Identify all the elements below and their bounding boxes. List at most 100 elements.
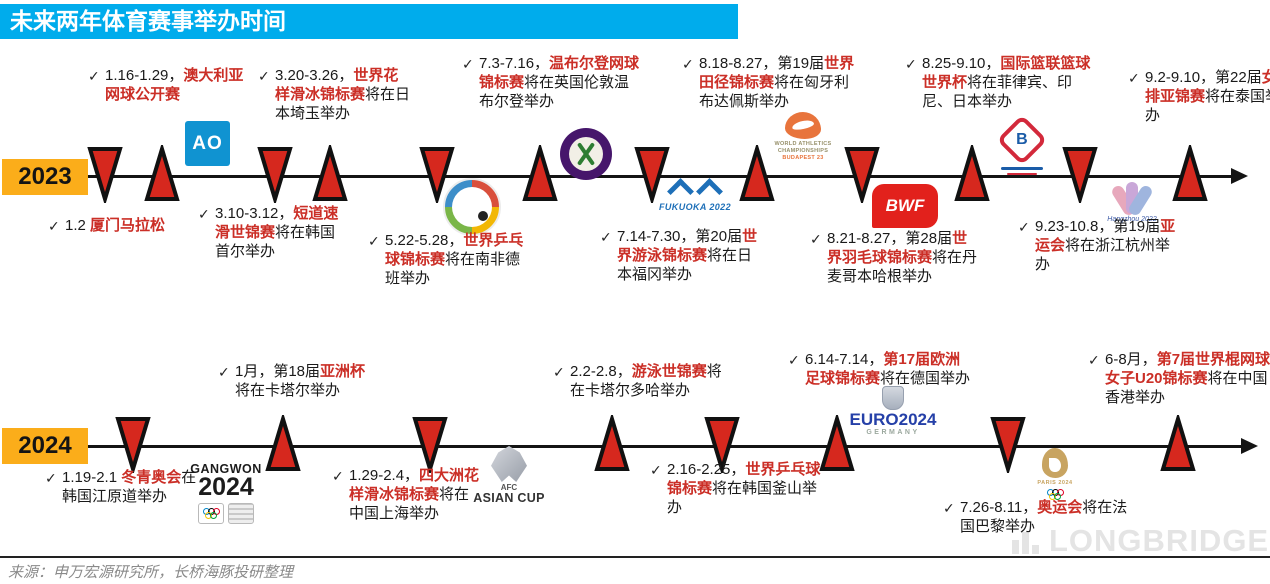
event-paris-olympics: ✓7.26-8.11，奥运会将在法国巴黎举办	[943, 498, 1135, 536]
event-text-segment: 将在卡塔尔多哈举办	[570, 363, 722, 399]
olympic-rings-icon	[202, 508, 220, 519]
event-table-tennis-worlds-2024: ✓2.16-2.25，世界乒乓球锦标赛将在韩国釜山举办	[650, 460, 822, 517]
event-text-segment: 厦门马拉松	[90, 217, 166, 234]
check-icon: ✓	[48, 218, 60, 234]
wimbledon-inner	[569, 137, 603, 171]
event-text-segment: 7.14-7.30，第20届	[617, 228, 743, 245]
event-text-segment: 游泳世锦赛	[631, 363, 707, 380]
check-icon: ✓	[462, 56, 474, 72]
event-text-segment: 女排亚锦赛	[1145, 69, 1270, 105]
flag-marker-up	[954, 145, 990, 201]
event-text-segment: 2.2-2.8，	[570, 363, 632, 380]
longbridge-watermark: LONGBRIDGE	[1012, 524, 1269, 558]
event-text-segment: 将在丹麦哥本哈根举办	[827, 249, 978, 285]
event-text-segment: 将在浙江杭州举办	[1035, 237, 1171, 273]
event-text-segment: 8.25-9.10，	[922, 55, 1001, 72]
footer-divider	[0, 556, 1270, 558]
event-text-segment: 1.2	[65, 217, 91, 234]
fiba-line	[1001, 167, 1043, 170]
chevron-icon	[696, 178, 723, 205]
hangzhou-2022-logo: Hangzhou 2022	[1088, 178, 1176, 223]
gangwon-bubbles	[188, 503, 264, 524]
olympic-rings-icon	[1046, 489, 1064, 500]
watermark-text: LONGBRIDGE	[1049, 523, 1270, 558]
budapest-mark-icon	[785, 112, 821, 139]
event-text-segment: 7.26-8.11，	[960, 499, 1038, 516]
event-text-segment: 6.14-7.14，	[805, 351, 884, 368]
flag-marker-up	[1172, 145, 1208, 201]
event-aquatics-worlds-2023: ✓7.14-7.30，第20届世界游泳锦标赛将在日本福冈举办	[600, 227, 765, 284]
event-xiamen-marathon: ✓ 1.2 厦门马拉松	[48, 216, 315, 235]
check-icon: ✓	[1128, 70, 1140, 86]
flag-marker-down	[704, 417, 740, 473]
budapest-text: CHAMPIONSHIPS	[777, 148, 829, 154]
gangwon-mascot-bubble-icon	[228, 503, 254, 524]
afc-wolf-icon	[491, 446, 527, 482]
fukuoka-text: FUKUOKA 2022	[659, 202, 731, 212]
event-text-segment: 1.16-1.29，	[105, 67, 184, 84]
check-icon: ✓	[198, 206, 210, 222]
fiba-line	[1007, 172, 1037, 175]
event-text-segment: 在韩国江原道举办	[62, 469, 197, 505]
event-text-segment: 将在南非德班举办	[385, 251, 521, 287]
event-text-segment: 2.16-2.25，	[667, 461, 746, 478]
rings-row	[204, 512, 219, 519]
event-text-segment: 世界游泳锦标赛	[617, 228, 758, 264]
flag-marker-up	[522, 145, 558, 201]
event-text-segment: 6-8月，	[1105, 351, 1157, 368]
event-text-segment: 1.19-2.1	[62, 469, 122, 486]
event-euro-2024: ✓6.14-7.14，第17届欧洲足球锦标赛将在德国举办	[788, 350, 975, 388]
ring-icon	[210, 512, 217, 519]
event-text-segment: 温布尔登网球锦标赛	[479, 55, 640, 91]
event-text-segment: 3.20-3.26，	[275, 67, 354, 84]
hangzhou-fan-icon	[1088, 178, 1176, 218]
fiba-world-cup-logo: B	[995, 114, 1049, 175]
wttc-durban-logo	[443, 178, 501, 236]
euro-text: EURO2024	[849, 410, 937, 429]
event-text-segment: 将在法国巴黎举办	[960, 499, 1128, 535]
hangzhou-text: Hangzhou 2022	[1107, 216, 1157, 223]
event-world-athletics: ✓8.18-8.27，第19届世界田径锦标赛将在匈牙利布达佩斯举办	[682, 54, 859, 111]
event-figure-skating-worlds: ✓3.20-3.26，世界花样滑冰锦标赛将在日本埼玉举办	[258, 66, 413, 123]
event-four-continents-skating: ✓1.29-2.4，四大洲花样滑冰锦标赛将在中国上海举办	[332, 466, 481, 523]
wimbledon-logo	[560, 128, 612, 180]
flag-marker-down	[87, 147, 123, 203]
check-icon: ✓	[88, 68, 100, 84]
uefa-crest-icon	[882, 386, 904, 410]
event-badminton-worlds: ✓8.21-8.27，第28届世界羽毛球锦标赛将在丹麦哥本哈根举办	[810, 229, 979, 286]
event-wimbledon: ✓7.3-7.16，温布尔登网球锦标赛将在英国伦敦温布尔登举办	[462, 54, 644, 111]
timeline-axis-2024	[88, 445, 1242, 448]
event-asian-games: ✓9.23-10.8，第19届亚运会将在浙江杭州举办	[1018, 217, 1185, 274]
event-text-segment: 9.23-10.8，第19届	[1035, 218, 1161, 235]
year-label-2023: 2023	[2, 159, 88, 195]
event-text-segment: 将在泰国举办	[1145, 88, 1270, 124]
flag-marker-down	[419, 147, 455, 203]
budapest-text: BUDAPEST 23	[782, 155, 824, 161]
event-text-segment: 将在中国香港举办	[1105, 370, 1268, 406]
euro-country-text: GERMANY	[866, 429, 920, 436]
event-text-segment: 7.3-7.16，	[479, 55, 550, 72]
check-icon: ✓	[1088, 352, 1100, 368]
paris-2024-logo: PARIS 2024	[1025, 448, 1085, 505]
gangwon-year-text: 2024	[198, 473, 254, 501]
ring-icon	[1054, 493, 1061, 500]
check-icon: ✓	[943, 500, 955, 516]
event-text-segment: 世界羽毛球锦标赛	[827, 230, 968, 266]
chevron-icon	[667, 178, 694, 205]
event-text-segment: 8.21-8.27，第28届	[827, 230, 953, 247]
check-icon: ✓	[218, 364, 230, 380]
event-text-segment: 5.22-5.28，	[385, 232, 464, 249]
flag-marker-down	[1062, 147, 1098, 203]
event-text-segment: 国际篮联篮球世界杯	[922, 55, 1091, 91]
event-swimming-worlds-2024: ✓2.2-2.8，游泳世锦赛将在卡塔尔多哈举办	[553, 362, 728, 400]
event-text-segment: 9.2-9.10，第22届	[1145, 69, 1262, 86]
check-icon: ✓	[600, 229, 612, 245]
source-note: 来源：申万宏源研究所，长桥海豚投研整理	[8, 564, 294, 581]
flag-marker-down	[844, 147, 880, 203]
event-text-segment: 世界田径锦标赛	[699, 55, 855, 91]
flag-marker-down	[634, 147, 670, 203]
paris-flame-icon	[1042, 448, 1068, 478]
event-text-segment: 第17届欧洲足球锦标赛	[805, 351, 961, 387]
